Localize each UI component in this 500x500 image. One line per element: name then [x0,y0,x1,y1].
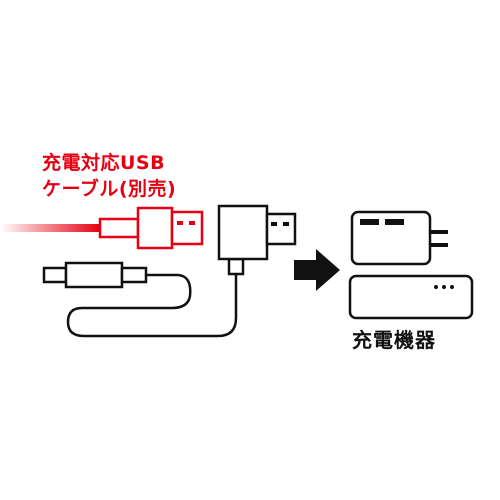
usb-cable-icon [42,261,238,338]
device-label: 充電機器 [352,328,436,352]
power-bank-icon [348,274,474,320]
cable-label-line2: ケーブル(別売) [42,178,177,200]
arrow-right-icon [294,249,340,291]
usb-adapter-icon [217,204,297,276]
optional-usb-cable-icon [0,206,204,250]
cable-label-line1: 充電対応USB [42,152,166,174]
ac-charger-icon [350,210,448,266]
